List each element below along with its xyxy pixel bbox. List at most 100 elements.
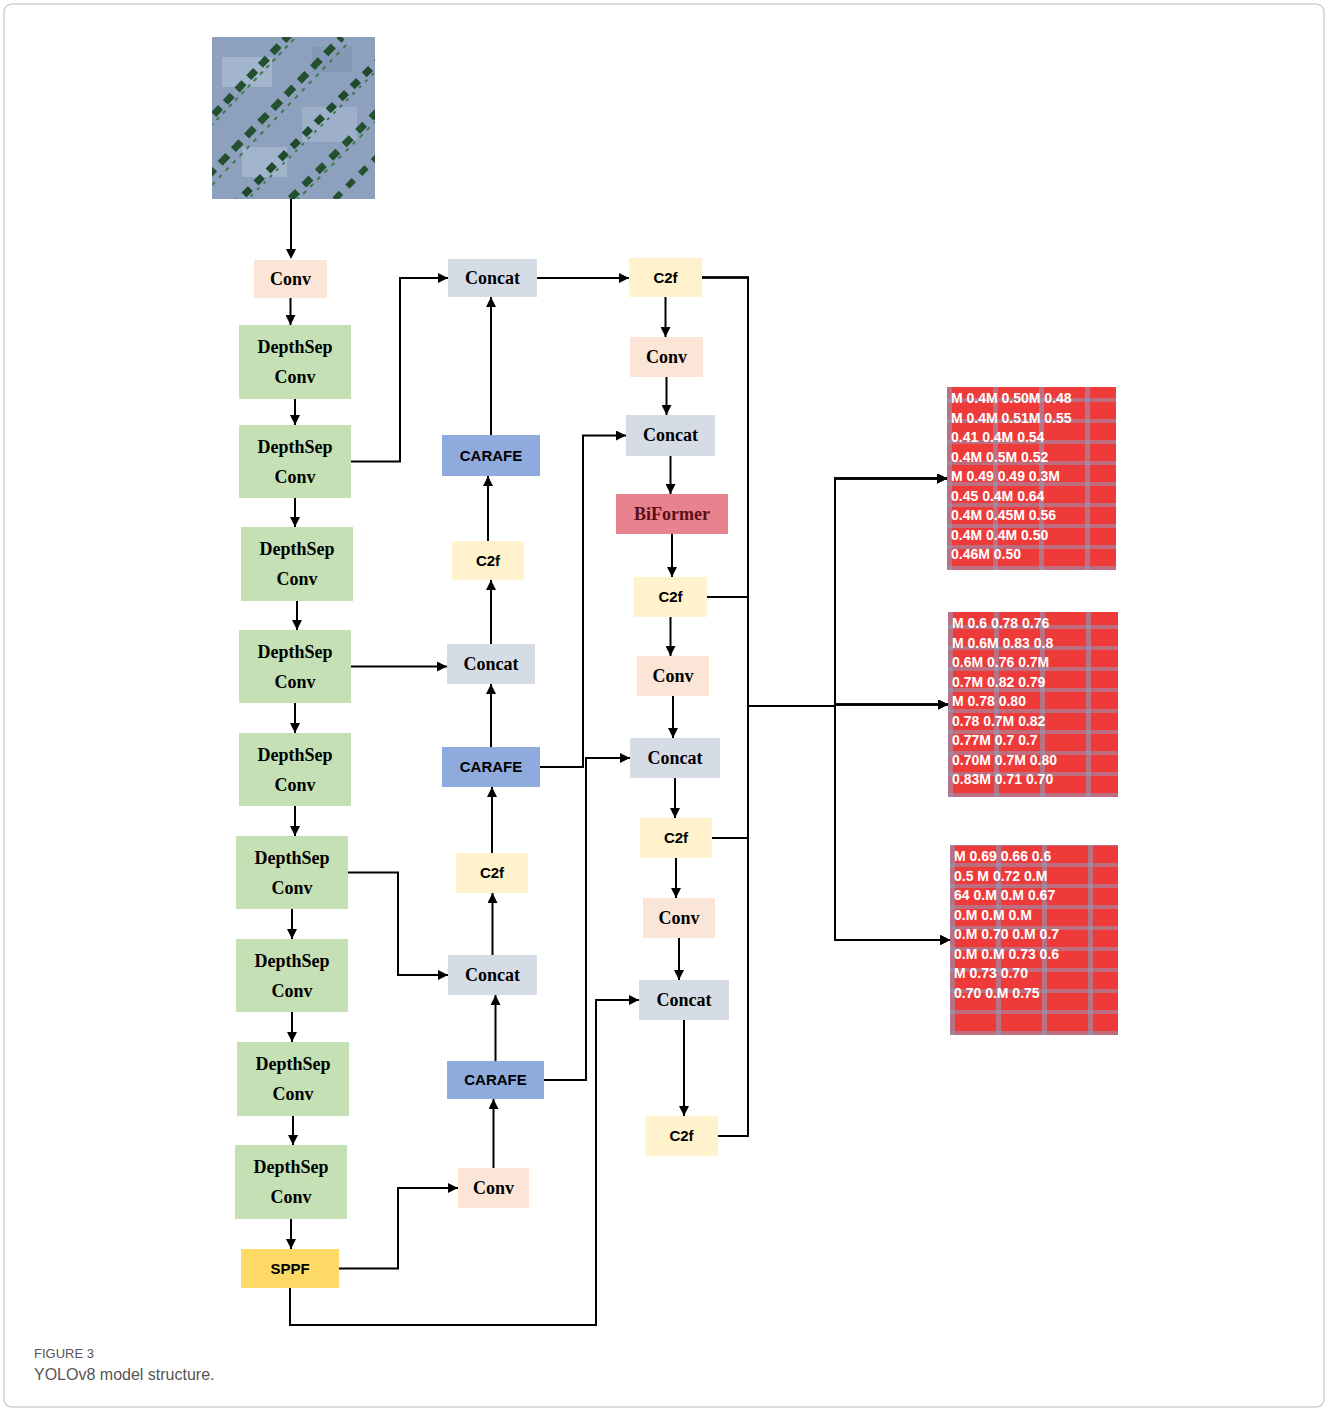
flow-arrow [712,479,947,839]
depthsep-conv-block: DepthSep Conv [239,733,351,806]
input-arrow [290,199,292,250]
flow-arrow [540,436,626,768]
block-label: SPPF [270,1260,309,1277]
detection-score-label: 0.4M 0.5M 0.52 [951,448,1112,468]
input-image [202,32,390,215]
flow-arrow [290,298,292,325]
c2f-block: C2f [452,541,524,580]
block-label: Concat [657,990,712,1011]
flow-arrow [683,1020,685,1116]
block-label: DepthSep Conv [251,534,343,594]
c2f-block: C2f [456,853,528,893]
block-label: DepthSep Conv [249,740,341,800]
detection-score-label: 0.5 M 0.72 0.M [954,867,1114,887]
detection-score-label: M 0.6 0.78 0.76 [952,614,1114,634]
biformer-block: BiFormer [616,494,728,534]
detection-score-label: 0.45 0.4M 0.64 [951,487,1112,507]
flow-arrow [291,1012,293,1042]
detection-score-label: 0.70M 0.7M 0.80 [952,751,1114,771]
block-label: Concat [465,965,520,986]
block-label: DepthSep Conv [246,843,338,903]
block-label: DepthSep Conv [245,1152,337,1212]
flow-arrow [678,938,680,980]
detection-score-label: 0.77M 0.7 0.7 [952,731,1114,751]
flow-arrow [537,277,629,279]
detection-score-label: M 0.4M 0.51M 0.55 [951,409,1112,429]
detection-score-label: 0.83M 0.71 0.70 [952,770,1114,790]
flow-arrow [351,666,447,668]
block-label: DepthSep Conv [246,946,338,1006]
figure-frame [4,4,1324,1407]
detection-score-label: 0.41 0.4M 0.54 [951,428,1112,448]
detection-score-label: M 0.49 0.49 0.3M [951,467,1112,487]
concat-block: Concat [639,980,729,1020]
block-label: Conv [646,347,687,368]
detection-score-label: 0.4M 0.45M 0.56 [951,506,1112,526]
flow-arrow [294,806,296,836]
block-label: BiFormer [634,504,710,525]
flow-arrow [702,278,950,941]
block-label: DepthSep Conv [247,1049,339,1109]
flow-arrow [712,706,950,940]
flow-arrow [712,705,948,839]
figure-caption: YOLOv8 model structure. [34,1366,215,1384]
flow-arrow [670,617,672,656]
detection-score-label: 0.70 0.M 0.75 [954,984,1114,1004]
depthsep-conv-block: DepthSep Conv [239,425,351,498]
block-label: CARAFE [460,447,523,464]
block-label: C2f [658,588,682,605]
flow-arrow [491,787,493,853]
block-label: DepthSep Conv [249,332,341,392]
flow-arrow [294,703,296,733]
c2f-block: C2f [634,577,707,617]
flow-arrow [707,479,947,707]
block-label: CARAFE [464,1071,527,1088]
detection-score-label: M 0.73 0.70 [954,964,1114,984]
concat-block: Concat [448,259,537,297]
depthsep-conv-block: DepthSep Conv [237,1042,349,1116]
carafe-block: CARAFE [442,747,540,787]
flow-arrow [493,1099,495,1168]
detection-score-label: 0.78 0.7M 0.82 [952,712,1114,732]
flow-arrow [292,1116,294,1145]
flow-arrow [351,278,448,462]
block-label: Concat [648,748,703,769]
detection-score-label: 0.M 0.M 0.M [954,906,1114,926]
depthsep-conv-block: DepthSep Conv [236,836,348,909]
carafe-block: CARAFE [447,1061,544,1099]
flow-arrow [490,297,492,435]
flow-arrow [294,498,296,527]
concat-block: Concat [447,644,535,684]
flow-arrow [296,601,298,630]
flow-arrow [487,476,489,541]
flow-arrow [348,873,448,976]
flow-arrow [666,377,668,415]
detection-output-image: M 0.4M 0.50M 0.48M 0.4M 0.51M 0.550.41 0… [947,387,1116,570]
flow-arrow [290,1219,292,1249]
c2f-block: C2f [640,818,712,858]
detection-output-image: M 0.6 0.78 0.76M 0.6M 0.83 0.80.6M 0.76 … [948,612,1118,797]
block-label: C2f [653,269,677,286]
flow-arrow [665,297,667,337]
flow-arrow [291,909,293,939]
block-label: Conv [473,1178,514,1199]
sppf-block: SPPF [241,1249,339,1288]
block-label: DepthSep Conv [249,432,341,492]
flow-arrow [672,696,674,738]
carafe-block: CARAFE [442,435,540,476]
block-label: Conv [270,269,311,290]
concat-block: Concat [626,415,715,456]
depthsep-conv-block: DepthSep Conv [235,1145,347,1219]
detection-score-label: 0.6M 0.76 0.7M [952,653,1114,673]
concat-block: Concat [630,738,720,778]
depthsep-conv-block: DepthSep Conv [239,325,351,399]
flow-arrow [718,705,948,1137]
c2f-block: C2f [629,258,702,297]
depthsep-conv-block: DepthSep Conv [239,630,351,703]
flow-arrow [670,456,672,494]
detection-score-label: 0.46M 0.50 [951,545,1112,565]
flow-arrow [294,399,296,425]
detection-score-label: 0.M 0.M 0.73 0.6 [954,945,1114,965]
detection-score-label: 64 0.M 0.M 0.67 [954,886,1114,906]
conv-block: Conv [254,260,327,298]
